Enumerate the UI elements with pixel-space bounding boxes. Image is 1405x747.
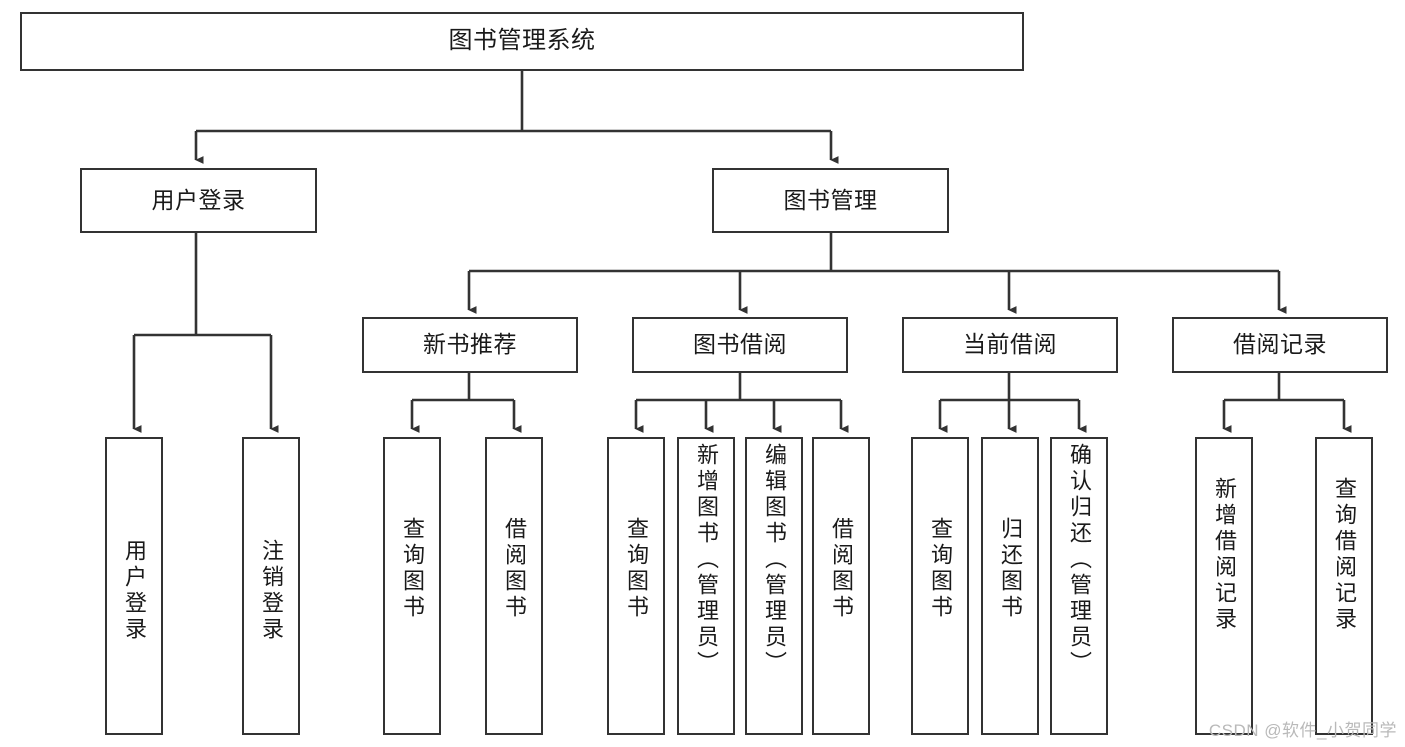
node-label: 查询图书 — [400, 517, 425, 621]
node-label: 注销登录 — [259, 539, 284, 643]
leaf-return-book[interactable]: 归还图书 — [981, 437, 1039, 735]
node-label: 图书借阅 — [693, 331, 787, 358]
node-label: 借阅记录 — [1233, 331, 1327, 358]
leaf-edit-book[interactable]: 编辑图书（管理员） — [745, 437, 803, 735]
node-label: 借阅图书 — [502, 517, 527, 621]
leaf-confirm-return[interactable]: 确认归还（管理员） — [1050, 437, 1108, 735]
leaf-query-borrow-record[interactable]: 查询借阅记录 — [1315, 437, 1373, 735]
leaf-query-book-3[interactable]: 查询图书 — [911, 437, 969, 735]
node-label: 归还图书 — [998, 517, 1023, 621]
node-label: 确认归还（管理员） — [1067, 443, 1092, 677]
node-label: 查询图书 — [928, 517, 953, 621]
node-label: 图书管理系统 — [448, 27, 596, 55]
node-label: 新增借阅记录 — [1212, 477, 1237, 633]
node-label: 查询借阅记录 — [1332, 477, 1357, 633]
leaf-borrow-book-1[interactable]: 借阅图书 — [485, 437, 543, 735]
node-book-borrow[interactable]: 图书借阅 — [632, 317, 848, 373]
leaf-borrow-book-2[interactable]: 借阅图书 — [812, 437, 870, 735]
watermark-text: CSDN @软件_小贺同学 — [1208, 721, 1397, 740]
node-label: 图书管理 — [783, 186, 878, 213]
node-borrow-record[interactable]: 借阅记录 — [1172, 317, 1388, 373]
node-label: 用户登录 — [151, 186, 246, 213]
leaf-add-book[interactable]: 新增图书（管理员） — [677, 437, 735, 735]
leaf-query-book-2[interactable]: 查询图书 — [607, 437, 665, 735]
node-label: 新增图书（管理员） — [694, 443, 719, 677]
node-user-login[interactable]: 用户登录 — [80, 168, 317, 233]
node-book-manage[interactable]: 图书管理 — [712, 168, 949, 233]
node-label: 当前借阅 — [963, 331, 1057, 358]
node-root-system[interactable]: 图书管理系统 — [20, 12, 1024, 71]
node-label: 用户登录 — [122, 539, 147, 643]
node-label: 新书推荐 — [423, 331, 517, 358]
node-current-borrow[interactable]: 当前借阅 — [902, 317, 1118, 373]
node-label: 查询图书 — [624, 517, 649, 621]
node-label: 借阅图书 — [829, 517, 854, 621]
leaf-logout[interactable]: 注销登录 — [242, 437, 300, 735]
node-label: 编辑图书（管理员） — [762, 443, 787, 677]
leaf-add-borrow-record[interactable]: 新增借阅记录 — [1195, 437, 1253, 735]
leaf-query-book-1[interactable]: 查询图书 — [383, 437, 441, 735]
node-new-book-recommend[interactable]: 新书推荐 — [362, 317, 578, 373]
leaf-user-login[interactable]: 用户登录 — [105, 437, 163, 735]
